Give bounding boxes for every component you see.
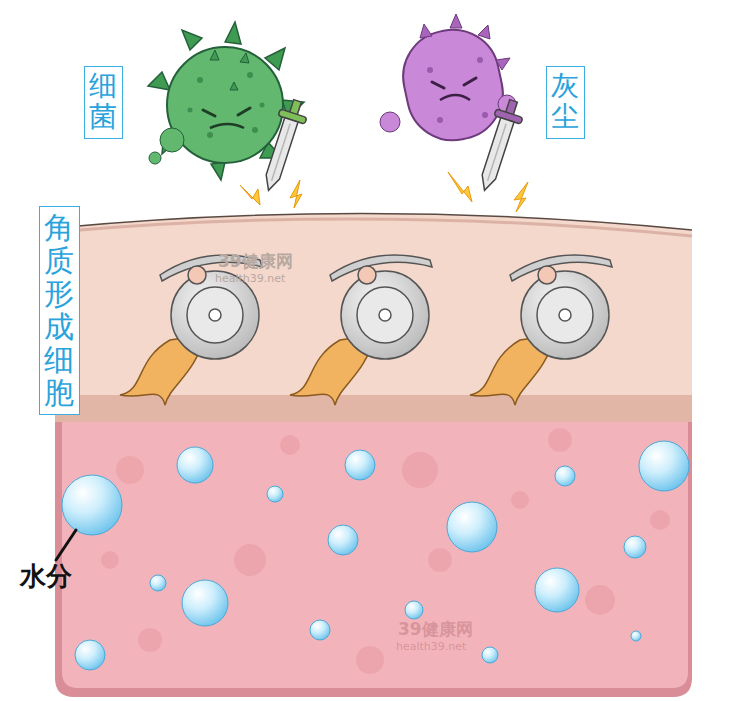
water-label: 水分 (20, 562, 46, 591)
watermark: 39健康网 (218, 250, 293, 273)
label-text: 灰尘 (551, 71, 579, 133)
label-text: 角质形成细胞 (44, 211, 74, 409)
watermark: health39.net (215, 272, 285, 285)
keratinocyte-label-box: 角质形成细胞 (39, 206, 80, 415)
watermark: health39.net (396, 640, 466, 653)
watermark: 39健康网 (398, 618, 473, 641)
dust-label-box: 灰尘 (546, 66, 585, 139)
label-text: 细菌 (89, 71, 117, 133)
bacteria-label-box: 细菌 (84, 66, 123, 139)
